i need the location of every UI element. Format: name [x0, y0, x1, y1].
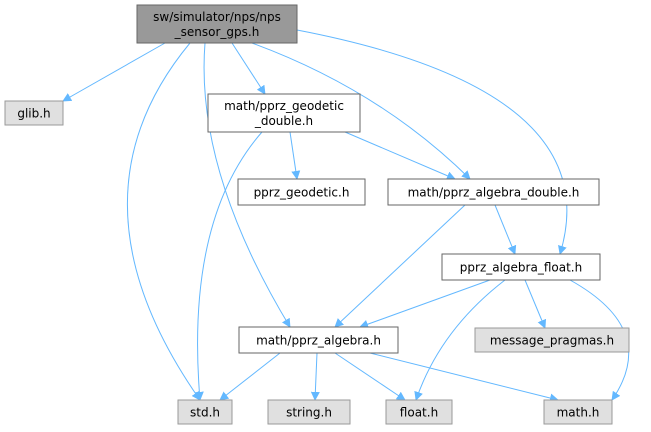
edge-pprz_algebra_float-to-pprz_algebra: [359, 279, 491, 329]
node-label: math/pprz_algebra_double.h: [408, 186, 580, 200]
node-box: [543, 399, 613, 425]
node-label: float.h: [400, 406, 438, 420]
node-label: math.h: [557, 406, 600, 420]
edge-nps_sensor_gps-to-pprz_algebra_double: [251, 42, 471, 180]
node-label: glib.h: [17, 107, 50, 121]
node-box: [474, 327, 630, 353]
node-box: [385, 399, 453, 425]
edge-nps_sensor_gps-to-pprz_algebra: [203, 42, 291, 328]
edge-pprz_algebra_double-to-pprz_algebra_float: [494, 204, 517, 255]
node-label: string.h: [286, 406, 332, 420]
node-label: math/pprz_geodetic: [224, 99, 344, 113]
edge-nps_sensor_gps-to-pprz_algebra_float: [296, 29, 568, 255]
node-float: float.h: [385, 399, 453, 425]
edge-pprz_algebra_float-to-float: [414, 279, 506, 401]
node-math: math.h: [543, 399, 613, 425]
node-label: _double.h: [254, 114, 313, 128]
edge-pprz_algebra-to-std: [219, 352, 281, 401]
node-pprz-algebra-float[interactable]: pprz_algebra_float.h: [441, 253, 601, 281]
node-box: [238, 326, 399, 354]
edge-pprz_algebra-to-math: [369, 352, 559, 403]
node-nps-sensor-gps[interactable]: sw/simulator/nps/nps_sensor_gps.h: [136, 4, 298, 44]
node-std: std.h: [177, 399, 233, 425]
node-pprz-algebra[interactable]: math/pprz_algebra.h: [238, 326, 399, 354]
node-label: pprz_algebra_float.h: [460, 261, 582, 275]
node-label: _sensor_gps.h: [174, 25, 260, 39]
edge-nps_sensor_gps-to-pprz_geodetic_double: [231, 42, 266, 95]
node-label: message_pragmas.h: [490, 334, 614, 348]
edge-pprz_algebra-to-float: [334, 352, 406, 401]
node-pprz-algebra-double[interactable]: math/pprz_algebra_double.h: [387, 178, 600, 206]
node-string: string.h: [267, 399, 351, 425]
edge-pprz_algebra_double-to-pprz_algebra: [334, 204, 466, 328]
node-pprz-geodetic[interactable]: pprz_geodetic.h: [237, 178, 366, 206]
node-pprz-geodetic-double[interactable]: math/pprz_geodetic_double.h: [207, 93, 361, 133]
node-box: [267, 399, 351, 425]
node-box: [136, 4, 298, 44]
node-label: std.h: [190, 406, 220, 420]
node-label: math/pprz_algebra.h: [256, 334, 381, 348]
node-box: [441, 253, 601, 281]
node-label: sw/simulator/nps/nps: [153, 10, 281, 24]
edge-pprz_geodetic_double-to-std: [194, 131, 263, 401]
edge-nps_sensor_gps-to-glib: [62, 42, 166, 102]
node-message-pragmas: message_pragmas.h: [474, 327, 630, 353]
node-box: [237, 178, 366, 206]
node-label: pprz_geodetic.h: [254, 186, 350, 200]
node-glib: glib.h: [4, 100, 64, 126]
edge-pprz_geodetic_double-to-pprz_algebra_double: [344, 131, 456, 180]
edge-nps_sensor_gps-to-std: [126, 42, 201, 401]
edge-pprz_geodetic_double-to-pprz_geodetic: [289, 131, 301, 180]
node-box: [207, 93, 361, 133]
node-box: [387, 178, 600, 206]
edge-pprz_algebra_float-to-message_pragmas: [524, 279, 547, 329]
node-box: [177, 399, 233, 425]
edge-pprz_algebra-to-string: [310, 352, 320, 401]
node-box: [4, 100, 64, 126]
